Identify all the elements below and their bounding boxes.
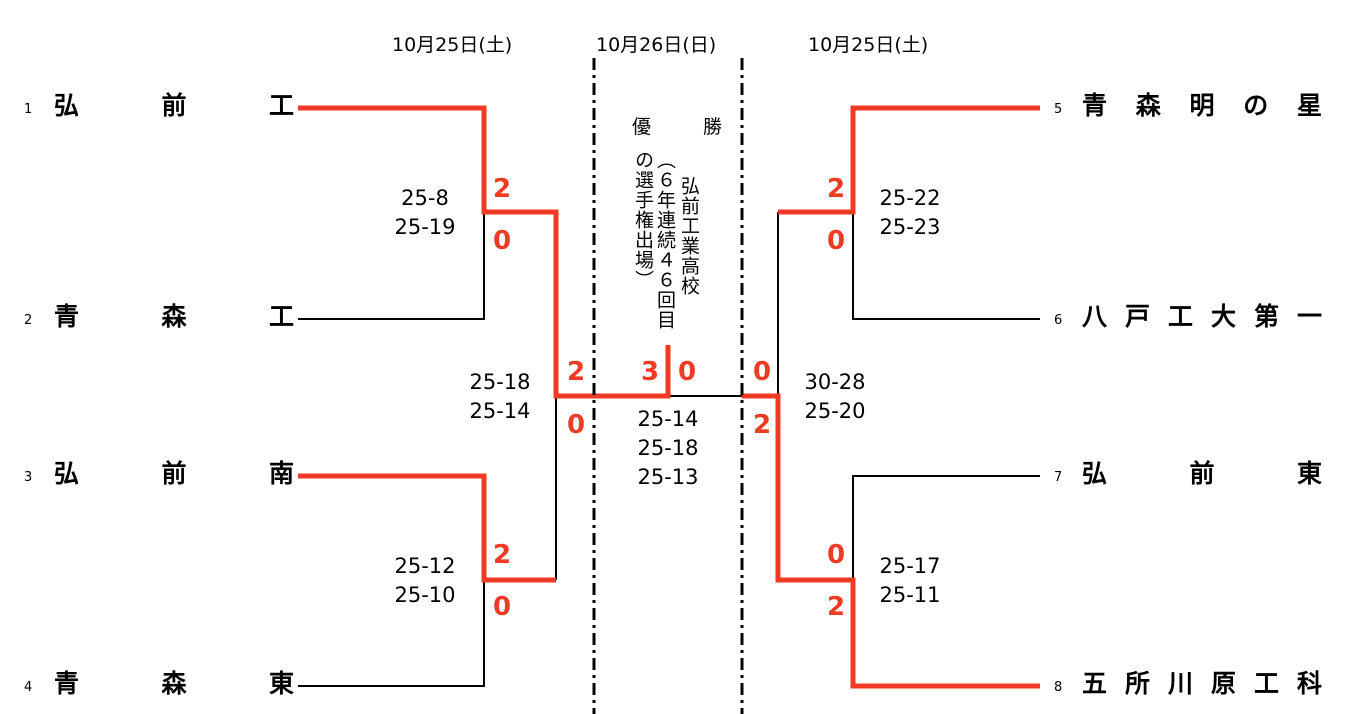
team-name: 青森明の星: [1082, 91, 1322, 120]
score-bottom: 0: [826, 226, 846, 256]
team-name: 青森工: [54, 302, 294, 331]
final-set-score: 25-18: [637, 436, 699, 460]
set-score: 25-18: [469, 370, 531, 394]
final-score-left: 3: [640, 357, 660, 387]
champion-note: （６年連続４６回目の選手権出場）: [632, 150, 676, 330]
winner-path: [298, 105, 671, 399]
bracket-line: [298, 212, 485, 320]
score-top: 0: [752, 357, 772, 387]
set-score: 25-20: [804, 399, 866, 423]
team-seed: 3: [24, 470, 33, 485]
date-center: 10月26日(日): [596, 34, 717, 56]
score-bottom: 2: [752, 410, 772, 440]
team-seed: 4: [24, 680, 33, 695]
bracket-line: [298, 580, 485, 687]
score-top: 2: [566, 357, 586, 387]
score-top: 0: [826, 540, 846, 570]
score-top: 2: [492, 174, 512, 204]
winner-path: [778, 105, 1040, 215]
team-seed: 7: [1054, 470, 1063, 485]
final-score-right: 0: [677, 357, 697, 387]
team-seed: 8: [1054, 680, 1063, 695]
set-score: 25-11: [879, 583, 941, 607]
champion-label: 優 勝: [632, 112, 722, 139]
set-score: 25-14: [469, 399, 531, 423]
team-name: 青森東: [54, 669, 294, 698]
team-name: 八戸工大第一: [1082, 302, 1322, 331]
bracket-line: [852, 475, 1040, 580]
team-name: 弘前工: [54, 91, 294, 120]
team-name: 弘前東: [1082, 459, 1322, 488]
score-top: 2: [492, 540, 512, 570]
team-seed: 5: [1054, 102, 1063, 117]
score-bottom: 0: [492, 592, 512, 622]
final-set-score: 25-14: [637, 407, 699, 431]
winner-path: [742, 393, 1040, 689]
set-score: 30-28: [804, 370, 866, 394]
date-right: 10月25日(土): [808, 34, 929, 56]
set-score: 25-22: [879, 186, 941, 210]
winner-path: [298, 473, 556, 583]
team-seed: 6: [1054, 313, 1063, 328]
score-bottom: 2: [826, 592, 846, 622]
team-seed: 2: [24, 313, 33, 328]
champion-label-a: 優: [632, 116, 652, 138]
final-set-score: 25-13: [637, 465, 699, 489]
set-score: 25-19: [394, 215, 456, 239]
champion-school: 弘前工業高校: [678, 176, 700, 296]
set-score: 25-23: [879, 215, 941, 239]
champion-label-b: 勝: [702, 116, 722, 138]
set-score: 25-8: [401, 186, 449, 210]
set-score: 25-10: [394, 583, 456, 607]
score-bottom: 0: [492, 226, 512, 256]
set-score: 25-17: [879, 554, 941, 578]
bracket-line: [852, 212, 1040, 320]
date-left: 10月25日(土): [392, 34, 513, 56]
score-top: 2: [826, 174, 846, 204]
team-seed: 1: [24, 102, 33, 117]
score-bottom: 0: [566, 410, 586, 440]
set-score: 25-12: [394, 554, 456, 578]
team-name: 弘前南: [54, 459, 294, 488]
team-name: 五所川原工科: [1082, 669, 1322, 698]
